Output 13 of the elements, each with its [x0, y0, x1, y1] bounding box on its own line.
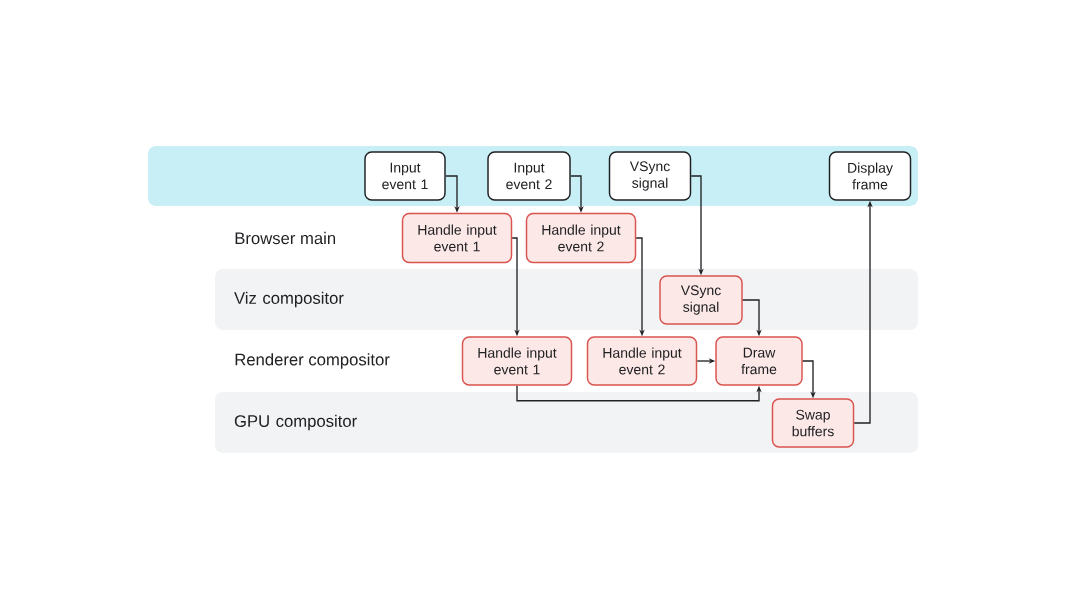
process-box: Handle input event 2 [525, 212, 637, 264]
process-box: Input event 2 [487, 151, 571, 201]
process-box: Draw frame [715, 336, 803, 386]
process-box: Handle input event 1 [461, 336, 573, 386]
process-box: Swap buffers [771, 398, 855, 448]
lane-label: Browser main [235, 231, 336, 245]
process-box: Handle input event 1 [401, 212, 513, 264]
process-box: VSync signal [659, 275, 743, 325]
process-box: Display frame [828, 151, 912, 201]
process-box: VSync signal [608, 151, 692, 201]
lane-label: Renderer compositor [235, 353, 390, 369]
process-box: Input event 1 [364, 151, 446, 201]
process-box: Handle input event 2 [586, 336, 698, 386]
